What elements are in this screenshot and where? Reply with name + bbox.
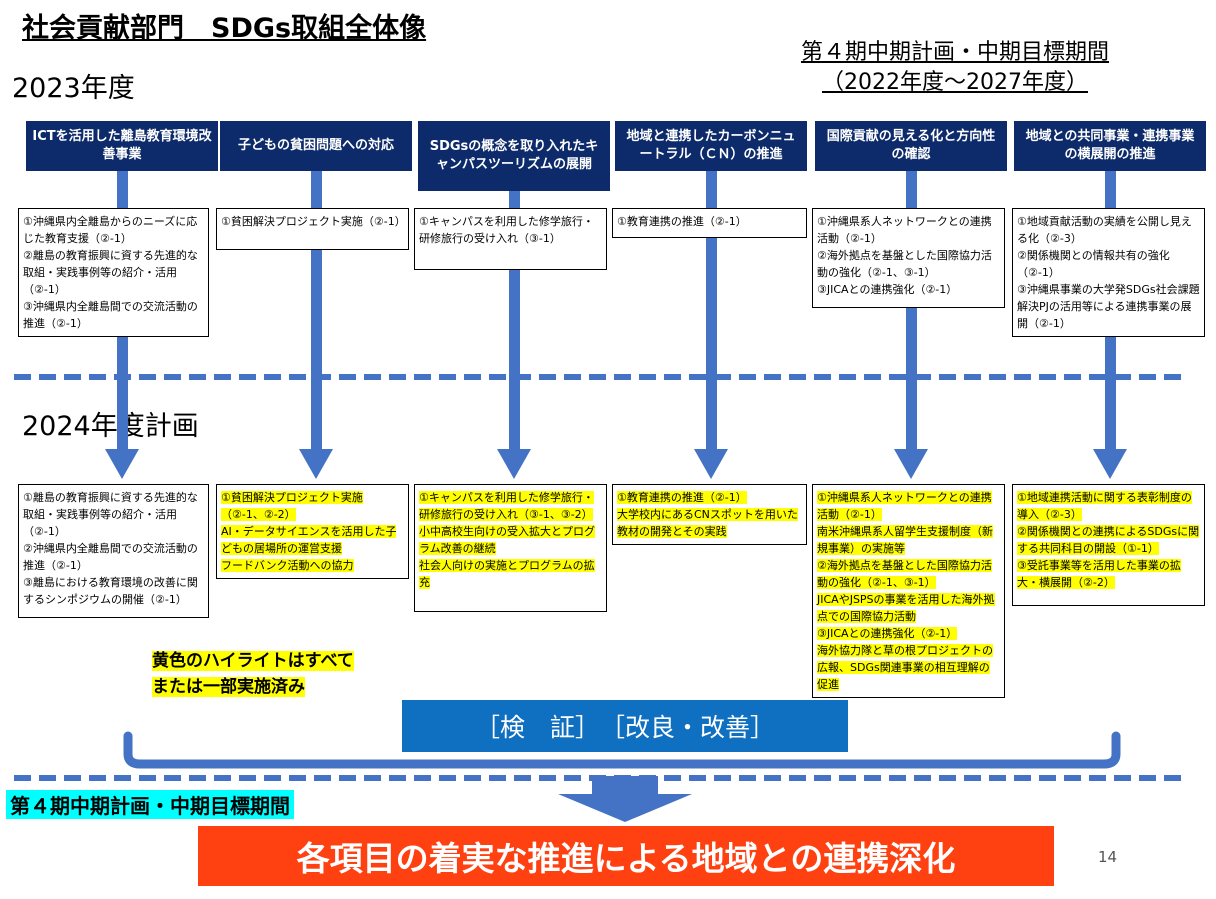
column-header: 国際貢献の見える化と方向性の確認 — [815, 121, 1007, 171]
item-2024: ②海外拠点を基盤とした国際協力活動の強化（②-1、③-1） — [817, 559, 992, 589]
item-2024: AI・データサイエンスを活用した子どもの居場所の運営支援 — [221, 525, 397, 555]
column-arrow-head-icon — [894, 449, 928, 479]
legend-line2: または一部実施済み — [152, 677, 305, 697]
item-2023: ②関係機関との情報共有の強化（②-1） — [1017, 249, 1170, 279]
box-2024: ①離島の教育振興に資する先進的な取組・実践事例等の紹介・活用（②-1） ②沖縄県内… — [18, 484, 209, 618]
item-2024: ①キャンパスを利用した修学旅行・研修旅行の受け入れ（③-1、③-2） — [419, 491, 594, 521]
plan-period-line2: （2022年度～2027年度） — [822, 70, 1088, 95]
bracket-svg — [123, 731, 1121, 769]
bracket — [123, 731, 1121, 769]
column-arrow-shaft — [905, 171, 917, 450]
item-2024: フードバンク活動への協力 — [221, 559, 354, 572]
item-2023: ①教育連携の推進（②-1） — [617, 215, 747, 228]
item-2023: ①キャンパスを利用した修学旅行・研修旅行の受け入れ（③-1） — [419, 215, 594, 245]
verify-improve-box: ［検 証］ ［改良・改善］ — [402, 700, 848, 752]
item-2024: ③受託事業等を活用した事業の拡大・横展開（②-2） — [1017, 559, 1181, 589]
divider-dashed-top — [14, 374, 1186, 380]
box-2024: ①キャンパスを利用した修学旅行・研修旅行の受け入れ（③-1、③-2） 小中高校生向… — [414, 484, 607, 612]
highlight-legend: 黄色のハイライトはすべて または一部実施済み — [152, 648, 354, 700]
column-arrow-head-icon — [1093, 449, 1127, 479]
column-arrow-head-icon — [105, 449, 139, 479]
box-2024: ①地域連携活動に関する表彰制度の導入（②-3） ②関係機関との連携によるSDGsに… — [1012, 484, 1205, 606]
legend-line1: 黄色のハイライトはすべて — [152, 651, 354, 671]
item-2023: ③JICAとの連携強化（②-1） — [817, 283, 958, 296]
year-2023-label: 2023年度 — [12, 73, 135, 104]
down-arrow-icon — [558, 776, 692, 822]
item-2024: ②沖縄県内全離島間での交流活動の推進（②-1） — [23, 542, 198, 572]
item-2024: ③JICAとの連携強化（②-1） — [817, 627, 958, 640]
box-2023: ①教育連携の推進（②-1） — [612, 208, 807, 238]
column-header: 地域との共同事業・連携事業の横展開の推進 — [1014, 121, 1206, 171]
item-2024: ③離島における教育環境の改善に関するシンポジウムの開催（②-1） — [23, 576, 198, 606]
item-2024: 海外協力隊と草の根プロジェクトの広報、SDGs関連事業の相互理解の促進 — [817, 644, 993, 691]
item-2023: ②離島の教育振興に資する先進的な取組・実践事例等の紹介・活用（②-1） — [23, 249, 198, 296]
page-number: 14 — [1098, 848, 1118, 866]
item-2024: 社会人向けの実施とプログラムの拡充 — [419, 559, 595, 589]
item-2023: ③沖縄県内全離島間での交流活動の推進（②-1） — [23, 300, 198, 330]
item-2024: 小中高校生向けの受入拡大とプログラム改善の継続 — [419, 525, 595, 555]
item-2024: ①教育連携の推進（②-1） — [617, 491, 747, 504]
item-2023: ①貧困解決プロジェクト実施（②-1） — [221, 215, 406, 228]
item-2024: ①沖縄県系人ネットワークとの連携活動（②-1） — [817, 491, 992, 521]
column-arrow-shaft — [705, 171, 717, 450]
plan-period: 第４期中期計画・中期目標期間 （2022年度～2027年度） — [760, 38, 1150, 98]
column-arrow-shaft — [508, 191, 520, 450]
box-2023: ①地域貢献活動の実績を公開し見える化（②-3） ②関係機関との情報共有の強化（②-… — [1012, 208, 1205, 337]
item-2024: JICAやJSPSの事業を活用した海外拠点での国際協力活動 — [817, 593, 995, 623]
column-arrow-shaft — [310, 171, 322, 450]
box-2024: ①貧困解決プロジェクト実施（②-1、②-2） AI・データサイエンスを活用した子ど… — [216, 484, 409, 579]
bottom-period-label: 第４期中期計画・中期目標期間 — [6, 790, 294, 819]
box-2023: ①沖縄県内全離島からのニーズに応じた教育支援（②-1） ②離島の教育振興に資する先… — [18, 208, 209, 337]
item-2023: ③沖縄県事業の大学発SDGs社会課題解決PJの活用等による連携事業の展開（②-1… — [1017, 283, 1200, 330]
box-2024: ①沖縄県系人ネットワークとの連携活動（②-1） 南米沖縄県系人留学生支援制度（新規… — [812, 484, 1005, 698]
column-arrow-head-icon — [497, 449, 531, 479]
item-2024: ②関係機関との連携によるSDGsに関する共同科目の開設（①-1） — [1017, 525, 1200, 555]
plan-period-line1: 第４期中期計画・中期目標期間 — [800, 40, 1109, 65]
item-2023: ②海外拠点を基盤とした国際協力活動の強化（②-1、③-1） — [817, 249, 992, 279]
item-2024: ①地域連携活動に関する表彰制度の導入（②-3） — [1017, 491, 1192, 521]
column-arrow-head-icon — [299, 449, 333, 479]
item-2024: 南米沖縄県系人留学生支援制度（新規事業）の実施等 — [817, 525, 993, 555]
item-2024: ①離島の教育振興に資する先進的な取組・実践事例等の紹介・活用（②-1） — [23, 491, 198, 538]
column-arrow-head-icon — [694, 449, 728, 479]
page-title: 社会貢献部門 SDGs取組全体像 — [22, 13, 427, 44]
box-2023: ①キャンパスを利用した修学旅行・研修旅行の受け入れ（③-1） — [414, 208, 607, 270]
box-2023: ①沖縄県系人ネットワークとの連携活動（②-1） ②海外拠点を基盤とした国際協力活動… — [812, 208, 1005, 308]
item-2023: ①地域貢献活動の実績を公開し見える化（②-3） — [1017, 215, 1192, 245]
box-2023: ①貧困解決プロジェクト実施（②-1） — [216, 208, 409, 250]
item-2023: ①沖縄県内全離島からのニーズに応じた教育支援（②-1） — [23, 215, 198, 245]
column-header: ICTを活用した離島教育環境改善事業 — [26, 121, 218, 171]
column-header: SDGsの概念を取り入れたキャンパスツーリズムの展開 — [418, 121, 610, 191]
item-2023: ①沖縄県系人ネットワークとの連携活動（②-1） — [817, 215, 992, 245]
year-2024-label: 2024年度計画 — [22, 411, 199, 442]
column-header: 地域と連携したカーボンニュートラル（ＣＮ）の推進 — [615, 121, 807, 171]
box-2024: ①教育連携の推進（②-1） 大学校内にあるCNスポットを用いた教材の開発とその実践 — [612, 484, 807, 545]
conclusion-banner: 各項目の着実な推進による地域との連携深化 — [198, 826, 1054, 886]
item-2024: 大学校内にあるCNスポットを用いた教材の開発とその実践 — [617, 508, 798, 538]
item-2024: ①貧困解決プロジェクト実施（②-1、②-2） — [221, 491, 363, 521]
column-header: 子どもの貧困問題への対応 — [220, 121, 412, 171]
